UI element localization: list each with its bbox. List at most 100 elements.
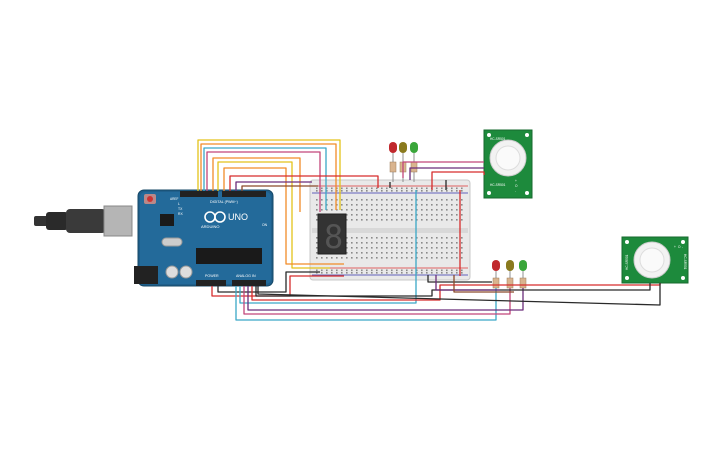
breadboard-hole <box>396 269 398 272</box>
breadboard-hole <box>351 209 353 211</box>
breadboard-hole <box>326 257 328 259</box>
breadboard-hole <box>361 187 363 190</box>
breadboard-hole <box>356 214 358 216</box>
breadboard-hole <box>381 190 383 192</box>
breadboard-hole <box>331 204 333 206</box>
breadboard-hole <box>436 187 438 190</box>
breadboard-hole <box>376 190 378 192</box>
breadboard-hole <box>456 214 458 216</box>
breadboard-hole <box>416 252 418 254</box>
wires[interactable] <box>197 139 661 321</box>
breadboard-hole <box>381 204 383 206</box>
wire-cyan-3[interactable] <box>239 190 417 304</box>
wire-orange-2[interactable] <box>212 157 301 212</box>
led-green-bottom[interactable] <box>519 260 527 289</box>
breadboard-hole <box>441 247 443 249</box>
wire-purple-4[interactable] <box>435 275 500 291</box>
breadboard-hole <box>346 252 348 254</box>
reset-button[interactable] <box>147 196 153 202</box>
pir-sensor-right[interactable]: HC-SR501 HC-SR501 + O - <box>621 236 689 284</box>
breadboard-hole <box>336 269 338 272</box>
breadboard-hole <box>366 204 368 206</box>
wire-pink-1[interactable] <box>206 151 321 212</box>
arduino-board[interactable]: UNO ARDUINO DIGITAL (PWM~) POWER ANALOG … <box>134 189 274 287</box>
breadboard-hole <box>326 190 328 192</box>
pir-sensor-top[interactable]: HC-SR501 HC-SR501 + O - <box>483 129 533 199</box>
breadboard-hole <box>361 247 363 249</box>
breadboard-hole <box>431 237 433 239</box>
led-group-bottom[interactable] <box>492 260 527 289</box>
breadboard-hole <box>386 204 388 206</box>
breadboard-hole <box>411 214 413 216</box>
wire-pink-3[interactable] <box>402 161 484 178</box>
breadboard-hole <box>381 242 383 244</box>
led-green-top[interactable] <box>410 142 418 182</box>
wire-orange-3[interactable] <box>223 167 344 265</box>
breadboard-hole <box>376 272 378 274</box>
breadboard-hole <box>391 247 393 249</box>
breadboard-hole <box>441 190 443 192</box>
wire-brown-2[interactable] <box>453 275 514 293</box>
breadboard-hole <box>351 190 353 192</box>
breadboard-hole <box>456 272 458 274</box>
breadboard-hole <box>401 237 403 239</box>
breadboard-hole <box>416 269 418 272</box>
breadboard-hole <box>411 219 413 221</box>
breadboard-hole <box>436 190 438 192</box>
breadboard-hole <box>421 237 423 239</box>
breadboard-hole <box>351 257 353 259</box>
breadboard-hole <box>391 237 393 239</box>
breadboard-hole <box>391 252 393 254</box>
wire-purple-1[interactable] <box>235 181 312 191</box>
breadboard[interactable] <box>309 179 471 281</box>
breadboard-hole <box>421 219 423 221</box>
breadboard-hole <box>351 247 353 249</box>
wire-red-4[interactable] <box>431 171 485 190</box>
wire-cyan-1[interactable] <box>203 147 327 210</box>
wire-purple-2[interactable] <box>247 286 524 311</box>
breadboard-hole <box>336 204 338 206</box>
wire-cyan-2[interactable] <box>235 286 497 321</box>
wire-red-1[interactable] <box>229 175 379 191</box>
breadboard-hole <box>431 209 433 211</box>
breadboard-hole <box>436 272 438 274</box>
breadboard-hole <box>431 199 433 201</box>
breadboard-hole <box>321 257 323 259</box>
resistor-icon <box>519 277 527 289</box>
breadboard-hole <box>326 187 328 190</box>
wire-orange-1[interactable] <box>200 143 337 210</box>
breadboard-hole <box>446 242 448 244</box>
wire-purple-3[interactable] <box>409 167 484 180</box>
wire-yellow-2[interactable] <box>217 161 330 269</box>
breadboard-hole <box>436 209 438 211</box>
wire-black-3[interactable] <box>257 283 661 306</box>
pir-top-pin-plus: + <box>515 179 517 183</box>
breadboard-hole <box>381 269 383 272</box>
breadboard-hole <box>351 269 353 272</box>
wire-brown-1[interactable] <box>241 185 318 191</box>
breadboard-hole <box>451 242 453 244</box>
breadboard-hole <box>411 257 413 259</box>
wire-black-2[interactable] <box>255 283 651 297</box>
led-red-top[interactable] <box>389 142 397 182</box>
breadboard-hole <box>416 214 418 216</box>
wire-yellow-1[interactable] <box>197 139 341 210</box>
breadboard-hole <box>396 237 398 239</box>
led-olive-bottom[interactable] <box>506 260 514 289</box>
breadboard-hole <box>436 237 438 239</box>
breadboard-hole <box>326 204 328 206</box>
breadboard-hole <box>376 252 378 254</box>
breadboard-hole <box>431 272 433 274</box>
wire-black-5[interactable] <box>427 275 492 283</box>
breadboard-hole <box>456 219 458 221</box>
breadboard-hole <box>386 187 388 190</box>
breadboard-hole <box>356 204 358 206</box>
pir-right-pin-plus: + <box>674 245 676 249</box>
breadboard-hole <box>341 204 343 206</box>
breadboard-hole <box>461 269 463 272</box>
breadboard-hole <box>341 190 343 192</box>
led-red-bottom[interactable] <box>492 260 500 289</box>
seven-segment-display[interactable]: 8 <box>317 213 347 256</box>
breadboard-hole <box>336 272 338 274</box>
wire-black-1[interactable] <box>217 271 320 293</box>
